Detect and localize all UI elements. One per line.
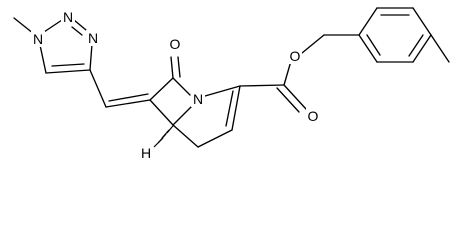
bond-lactam-c7-n	[172, 77, 191, 96]
bond-triazole-c5-n1	[39, 44, 47, 74]
bond-exocyclic-alkene-double	[108, 93, 149, 102]
bond-ar-4-5	[412, 34, 432, 63]
bond-ar-6-1	[358, 34, 378, 63]
bond-ar-3-4	[412, 7, 432, 36]
bond-ar-6-1-double	[366, 34, 381, 56]
bond-lactam-c6-c7	[149, 77, 174, 101]
bond-triazole-n3-c4	[89, 43, 93, 71]
stereo-hash-bond	[153, 124, 175, 148]
bond-c2-ester-c	[239, 84, 285, 87]
bond-c3-c1	[197, 129, 233, 148]
atom-label-triazole-n2: N	[63, 9, 73, 25]
bond-c2-c3-double	[225, 90, 234, 127]
bond-carbonyl-double	[177, 56, 181, 78]
bond-ar-1-2	[358, 7, 378, 36]
bond-triazole-c4-c5-double	[51, 63, 85, 67]
bond-n-c2	[204, 85, 241, 97]
bond-carbonyl	[170, 56, 174, 79]
bond-aryl-methyl	[430, 34, 450, 63]
bond-ar-4-5-double	[408, 34, 424, 57]
bonds	[13, 7, 450, 148]
bond-triazole-c4-c5	[45, 69, 91, 74]
atom-label-ester-o-single: O	[290, 48, 301, 64]
bond-ester-c-o	[283, 84, 307, 110]
bond-lactam-c5-c6	[149, 99, 174, 126]
molecule-diagram: N N N O N O O H	[13, 7, 450, 161]
atom-label-triazole-n3: N	[88, 30, 98, 46]
bond-exocyclic-alkene	[105, 99, 151, 108]
bond-oalkyl-ch2	[301, 34, 325, 54]
atom-labels: N N N O N O O H	[31, 9, 320, 161]
atom-label-ring-n: N	[193, 91, 203, 107]
bond-triazole-n2-n3-double	[71, 26, 83, 36]
bond-c1-c5	[172, 124, 199, 148]
atom-label-ester-o-double: O	[308, 108, 319, 124]
atom-label-carbonyl-o: O	[170, 36, 181, 52]
bond-c2-c3	[231, 85, 241, 131]
bond-triazole-vinyl	[89, 69, 107, 108]
bond-n-methyl	[13, 17, 35, 35]
atom-label-triazole-n1: N	[33, 31, 43, 47]
bond-triazole-n2-n3	[73, 19, 87, 31]
bond-lactam-n-c5	[172, 103, 195, 126]
bond-ester-c-oalkyl	[283, 60, 292, 86]
bond-triazole-n1-n2	[43, 19, 63, 33]
atom-label-stereo-h: H	[141, 145, 151, 161]
bond-ester-c-o-double	[276, 87, 300, 113]
structure-canvas: N N N O N O O H	[13, 7, 450, 161]
